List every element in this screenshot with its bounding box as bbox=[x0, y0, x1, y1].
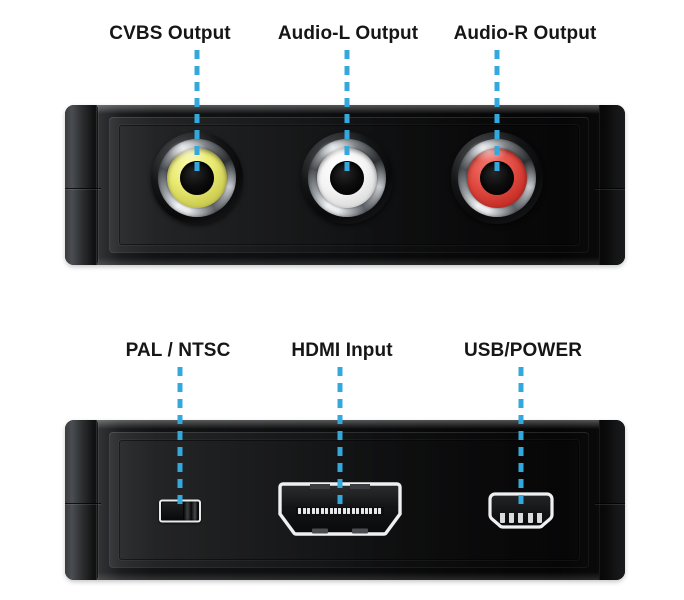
switch-knob[interactable] bbox=[183, 501, 198, 521]
device-seam-horizontal-left-front bbox=[65, 188, 101, 190]
device-left-cap-front bbox=[65, 105, 97, 265]
audio-l-output-jack[interactable] bbox=[301, 132, 393, 224]
leader-line-audio-r bbox=[494, 50, 500, 175]
leader-line-audio-l bbox=[344, 50, 350, 175]
label-cvbs-output: CVBS Output bbox=[109, 23, 231, 44]
label-pal-ntsc: PAL / NTSC bbox=[125, 340, 231, 361]
device-seam-horizontal-left-rear bbox=[65, 503, 101, 505]
leader-line-cvbs bbox=[194, 50, 200, 175]
label-audio-l-output: Audio-L Output bbox=[277, 23, 419, 44]
device-right-cap-front bbox=[599, 105, 625, 265]
device-seam-horizontal-right-front bbox=[595, 188, 625, 190]
usb-power-port[interactable] bbox=[484, 490, 558, 532]
hdmi-pin-contacts bbox=[296, 506, 384, 516]
device-seam-horizontal-right-rear bbox=[595, 503, 625, 505]
label-hdmi-input: HDMI Input bbox=[291, 340, 393, 361]
usb-pin-slots bbox=[500, 513, 542, 524]
device-seam-vertical-rear bbox=[97, 422, 98, 578]
label-usb-power: USB/POWER bbox=[463, 340, 583, 361]
device-right-cap-rear bbox=[599, 420, 625, 580]
pal-ntsc-slide-switch[interactable] bbox=[159, 499, 201, 523]
leader-line-pal-ntsc bbox=[177, 367, 183, 505]
device-seam-vertical-front bbox=[97, 107, 98, 263]
leader-line-usb-power bbox=[518, 367, 524, 505]
hdmi-input-port[interactable] bbox=[276, 480, 404, 538]
leader-line-hdmi bbox=[337, 367, 343, 505]
label-audio-r-output: Audio-R Output bbox=[453, 23, 597, 44]
mini-usb-port-outline-icon bbox=[488, 492, 554, 529]
device-left-cap-rear bbox=[65, 420, 97, 580]
